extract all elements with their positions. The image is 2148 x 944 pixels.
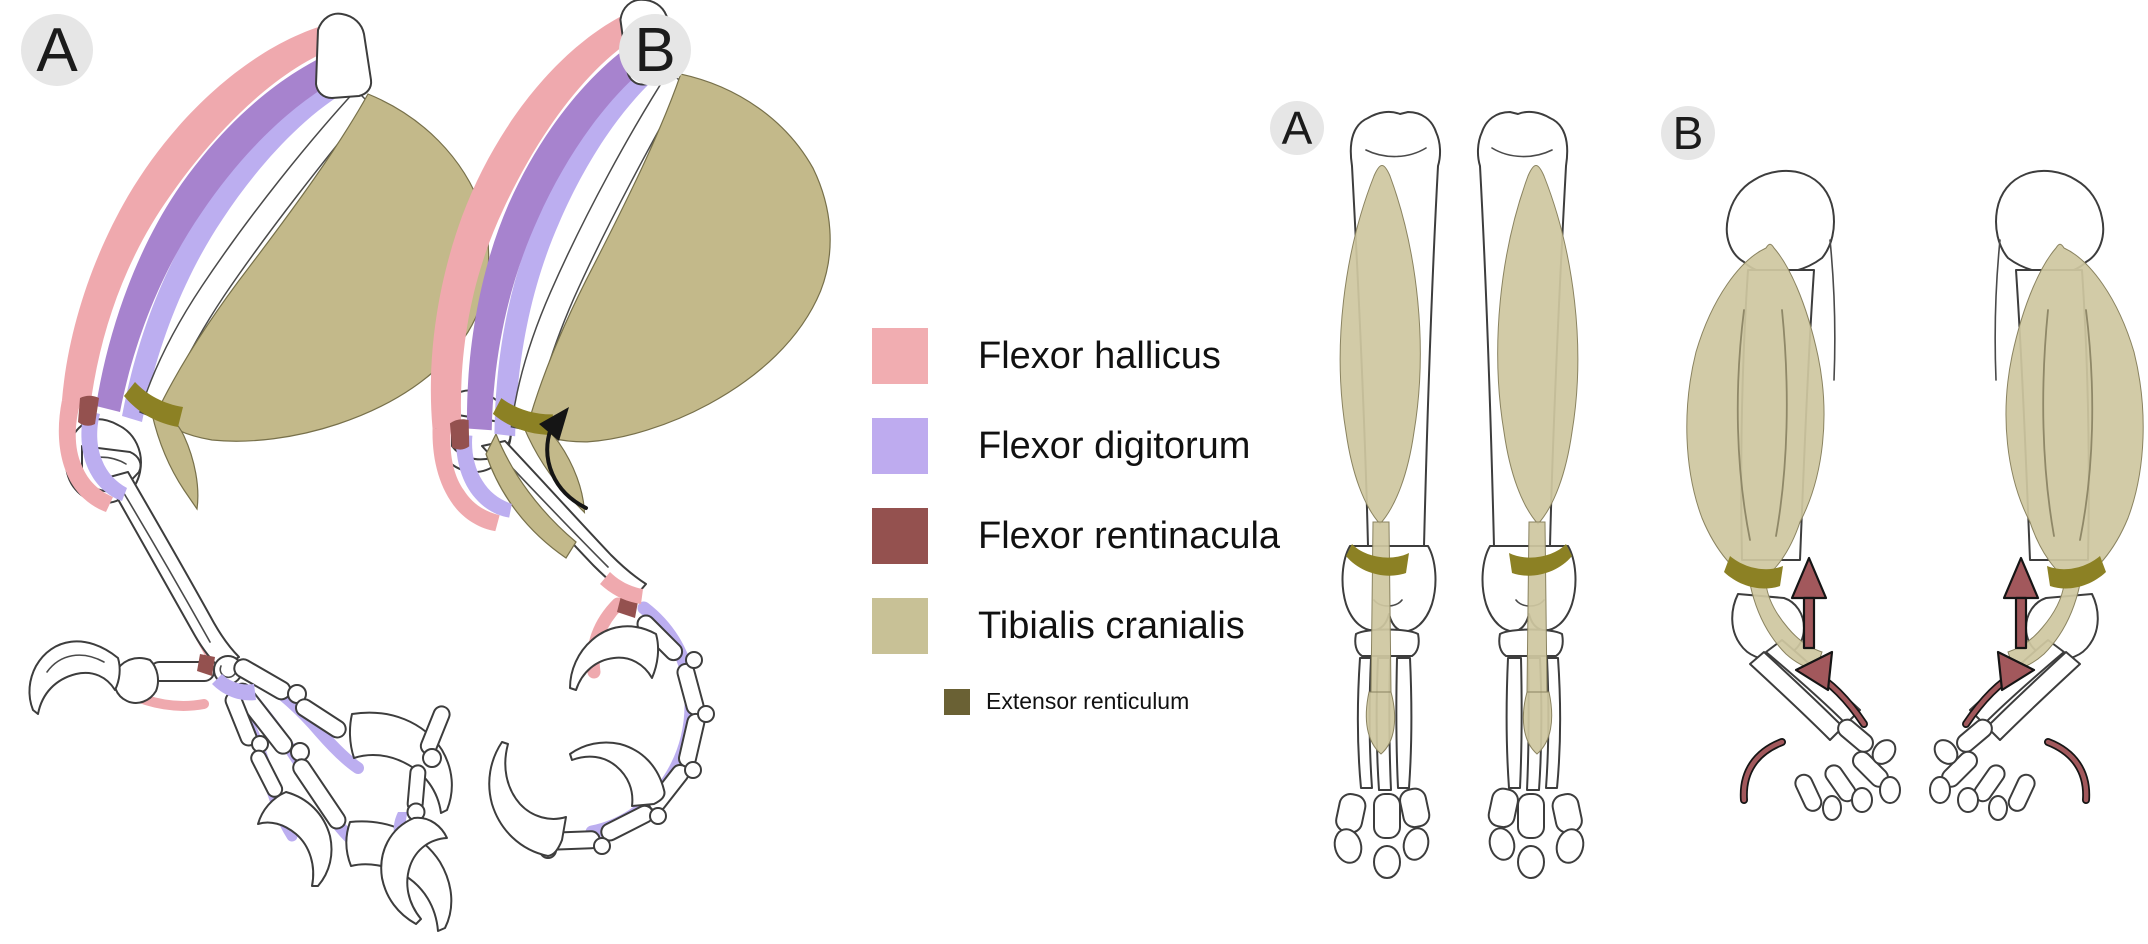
legend-item: Tibialis cranialis xyxy=(872,598,1280,654)
claw xyxy=(569,741,666,807)
panel-label-left-a: A xyxy=(21,14,93,86)
sickle-claw xyxy=(380,816,448,925)
legend: Flexor hallicus Flexor digitorum Flexor … xyxy=(872,328,1280,715)
toe-joint-bone xyxy=(684,761,702,779)
legend-sub-label: Extensor renticulum xyxy=(986,688,1190,714)
toe-joint-bone xyxy=(593,837,611,855)
dorsiflexion-arrowhead xyxy=(539,407,569,441)
legend-item: Flexor digitorum xyxy=(872,418,1280,474)
sickle-claw xyxy=(28,640,121,715)
panel-right-b-rotated-legs xyxy=(1687,171,2143,820)
panel-letter: A xyxy=(36,15,78,85)
legend-label: Tibialis cranialis xyxy=(978,604,1245,647)
tarsometatarsus-shaft xyxy=(105,471,240,670)
panel-label-left-b: B xyxy=(619,14,691,86)
legend-item: Flexor rentinacula xyxy=(872,508,1280,564)
claw xyxy=(569,625,660,691)
panel-letter: B xyxy=(1672,107,1704,159)
panel-letter: A xyxy=(1281,102,1313,154)
panel-left-a-extended-limb xyxy=(28,12,490,932)
toe-joint-bone xyxy=(251,735,269,753)
toe-joint-bone xyxy=(697,705,715,723)
tendon-wrap-patch xyxy=(212,674,256,701)
claw-detail-line xyxy=(46,654,105,673)
panel-left-b-flexed-limb xyxy=(361,0,874,925)
claw xyxy=(488,741,567,857)
legend-label: Flexor rentinacula xyxy=(978,514,1281,557)
toe-joint-bone xyxy=(113,657,159,704)
toe-joint-bone xyxy=(685,651,703,669)
legend-item: Flexor hallicus xyxy=(872,328,1280,384)
panel-label-right-a: A xyxy=(1270,101,1324,155)
dorsiflexion-arrow xyxy=(545,426,588,510)
panel-right-a-frontal-legs xyxy=(1330,110,1588,880)
flexor-hallicus-swatch xyxy=(872,328,928,384)
toe-joint-bone xyxy=(290,742,310,762)
flexor-rentinacula-swatch xyxy=(872,508,928,564)
toe-phalanx xyxy=(294,698,347,739)
tendon-wrap-patch xyxy=(600,572,643,604)
toe-joint-bone xyxy=(649,807,667,825)
legend-label: Flexor digitorum xyxy=(978,424,1251,467)
tibialis-cranialis-hook xyxy=(485,432,577,559)
flexor-digitorum-swatch xyxy=(872,418,928,474)
extensor-renticulum-swatch xyxy=(944,688,970,715)
legend-label: Flexor hallicus xyxy=(978,334,1221,377)
panel-letter: B xyxy=(634,15,676,85)
tibialis-cranialis-swatch xyxy=(872,598,928,654)
toe-phalanx xyxy=(250,749,284,798)
flexor-rentinacula-patch xyxy=(197,654,215,676)
toe-joint-bone xyxy=(422,748,442,768)
claw xyxy=(257,791,333,887)
panel-label-right-b: B xyxy=(1661,106,1715,160)
legend-sub-item: Extensor renticulum xyxy=(944,688,1280,715)
toe-phalanx xyxy=(600,804,655,842)
toe-phalanx xyxy=(292,758,347,830)
bone-ridge-line xyxy=(121,489,211,643)
